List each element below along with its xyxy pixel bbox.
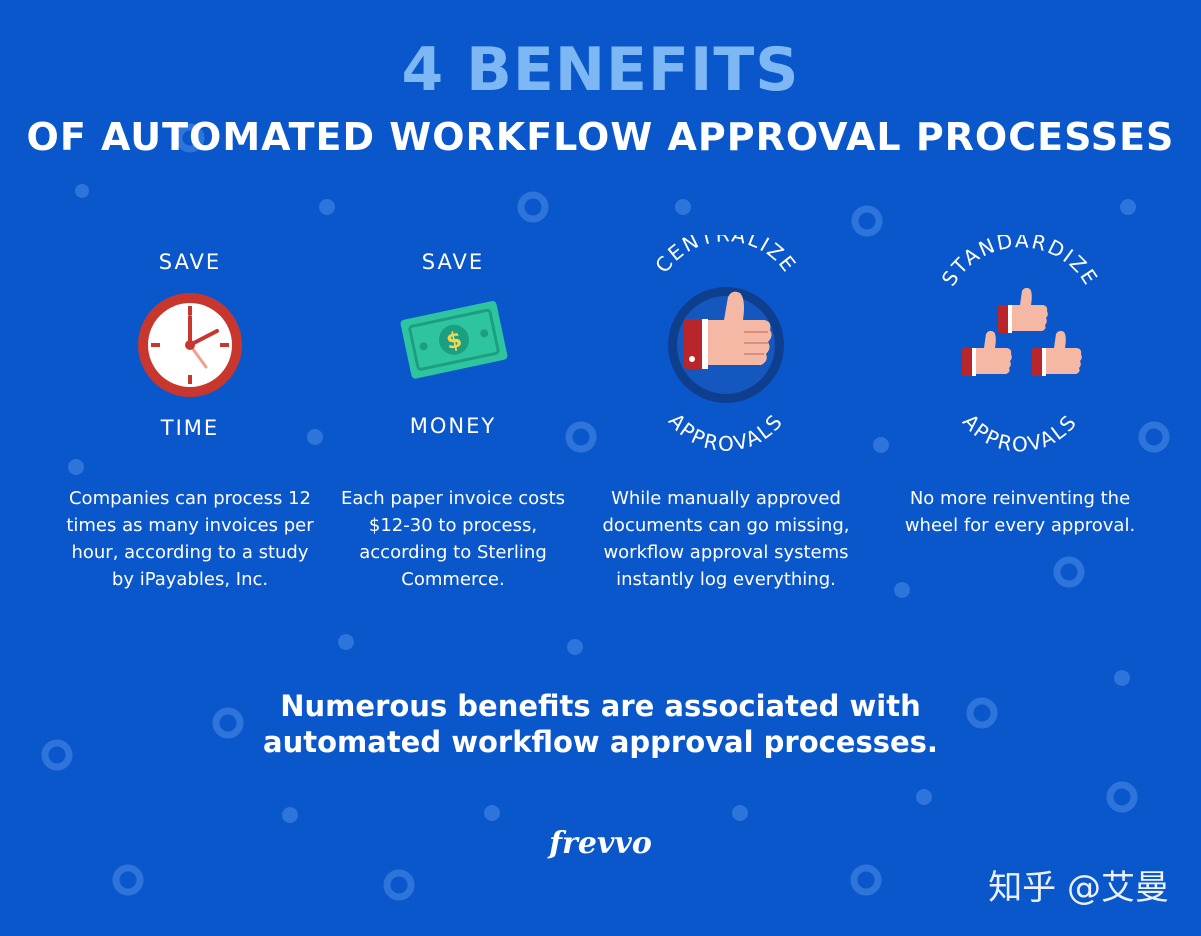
summary-text: Numerous benefits are associated with au…: [0, 688, 1201, 760]
benefit-description: While manually approved documents can go…: [602, 488, 850, 590]
benefit-badge: SAVE TIME: [138, 250, 242, 440]
benefit-save-money: SAVE $ MONEY Each paper invoice costs $1…: [323, 235, 583, 655]
benefit-badge: SAVE $ MONEY: [400, 250, 508, 438]
benefit-label-top: SAVE: [159, 250, 221, 274]
benefit-label-top: CENTRALIZE: [650, 235, 802, 277]
thumbs-up-icon: [668, 287, 784, 403]
benefit-badge: CENTRALIZE APPROVALS: [650, 235, 802, 455]
benefit-standardize-approvals: STANDARDIZE: [890, 235, 1150, 655]
benefit-label-top: STANDARDIZE: [937, 235, 1104, 290]
benefit-label-top: SAVE: [422, 250, 484, 274]
benefit-label-bottom: MONEY: [410, 414, 496, 438]
benefit-label-bottom: TIME: [160, 416, 219, 440]
benefit-label-bottom: APPROVALS: [664, 409, 788, 455]
summary-line-2: automated workflow approval processes.: [263, 725, 938, 759]
summary-line-1: Numerous benefits are associated with: [280, 689, 921, 723]
benefit-label-bottom: APPROVALS: [958, 409, 1082, 455]
svg-text:$: $: [444, 327, 464, 355]
page-title: 4 BENEFITS: [401, 35, 800, 105]
clock-icon: [138, 293, 242, 397]
dollar-bill-icon: $: [400, 301, 508, 379]
three-thumbs-up-icon: [962, 287, 1082, 376]
frevvo-logo: frevvo: [549, 826, 652, 861]
benefit-description: No more reinventing the wheel for every …: [904, 488, 1136, 536]
benefit-save-time: SAVE TIME Companies can process 12 times…: [60, 235, 320, 655]
benefit-description: Companies can process 12 times as many i…: [66, 488, 314, 590]
benefit-badge: STANDARDIZE: [937, 235, 1104, 455]
page-subtitle: OF AUTOMATED WORKFLOW APPROVAL PROCESSES: [26, 115, 1175, 159]
benefit-centralize-approvals: CENTRALIZE APPROVALS While manually appr…: [596, 235, 856, 655]
zhihu-watermark: 知乎 @艾曼: [988, 868, 1169, 908]
benefit-description: Each paper invoice costs $12-30 to proce…: [341, 488, 565, 590]
